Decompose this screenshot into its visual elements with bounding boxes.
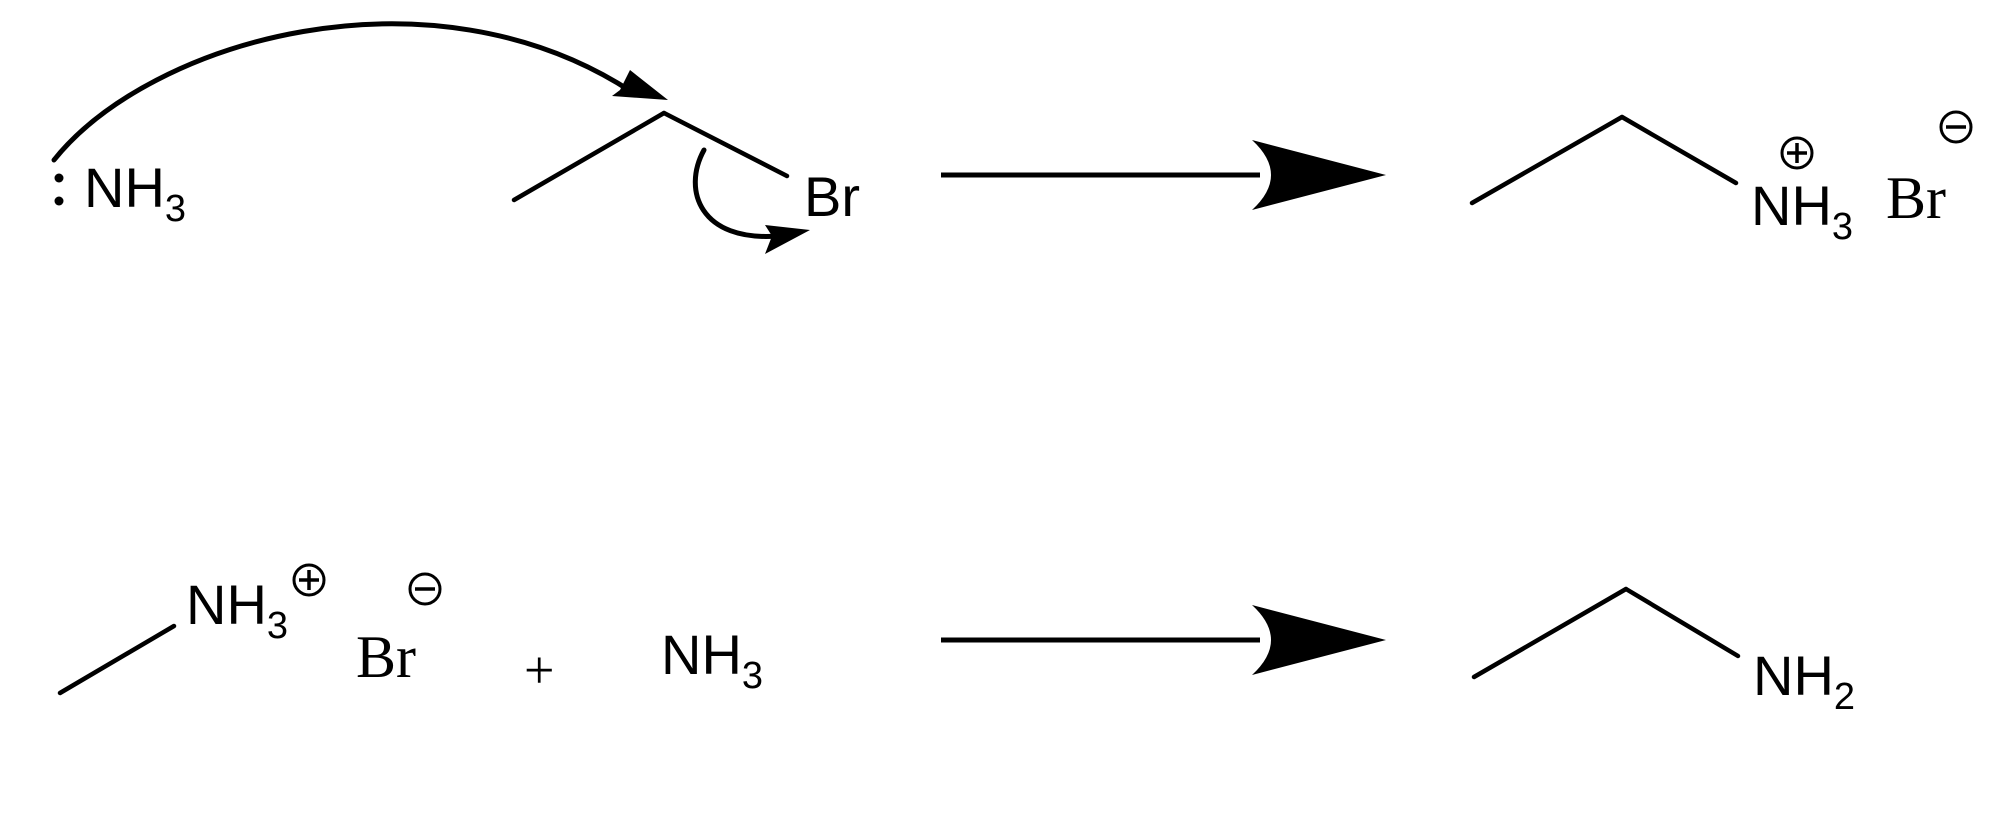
reaction-arrow-1 bbox=[941, 140, 1386, 210]
svg-text:NH3: NH3 bbox=[1751, 174, 1853, 248]
ethylamine-product: NH2 bbox=[1471, 586, 1855, 718]
ammonia-base: NH3 bbox=[661, 623, 763, 697]
ammonium-subscript: 3 bbox=[1832, 206, 1853, 248]
circled-minus-icon bbox=[408, 572, 442, 606]
filled-arrowhead-icon bbox=[1252, 140, 1386, 210]
curved-arrow-icon bbox=[692, 147, 810, 254]
plus-sign: + bbox=[524, 640, 554, 700]
c-c-bond bbox=[511, 110, 667, 203]
reaction-1: NH3 Br NH3 bbox=[51, 21, 1973, 254]
lone-pair-dots-icon bbox=[54, 173, 64, 206]
ammonium-subscript: 3 bbox=[267, 605, 288, 647]
reaction-2: NH3 Br + NH3 bbox=[57, 563, 1855, 718]
bromine-atom: Br bbox=[804, 165, 860, 228]
ammonium-formula: NH bbox=[1751, 174, 1832, 237]
ammonia-formula: NH bbox=[84, 156, 165, 219]
circled-plus-icon bbox=[292, 563, 326, 597]
ammonium-formula: NH bbox=[186, 573, 267, 636]
ammonium-reactant: NH3 Br bbox=[57, 563, 442, 696]
bromoethane: Br bbox=[511, 110, 860, 228]
ammonia-subscript: 3 bbox=[742, 655, 763, 697]
bromide-ion: Br bbox=[356, 624, 416, 690]
reaction-arrow-2 bbox=[941, 605, 1386, 675]
ammonia-nucleophile: NH3 bbox=[54, 156, 186, 230]
ethylammonium-product: NH3 Br bbox=[1469, 110, 1973, 248]
svg-text:NH3: NH3 bbox=[186, 573, 288, 647]
amine-formula: NH bbox=[1753, 644, 1834, 707]
ammonia-subscript: 3 bbox=[165, 188, 186, 230]
svg-text:NH2: NH2 bbox=[1753, 644, 1855, 718]
filled-arrowhead-icon bbox=[1252, 605, 1386, 675]
bromide-ion: Br bbox=[1886, 165, 1946, 231]
svg-text:NH3: NH3 bbox=[84, 156, 186, 230]
circled-minus-icon bbox=[1939, 110, 1973, 144]
curved-arrow-icon bbox=[51, 21, 668, 163]
amine-subscript: 2 bbox=[1834, 676, 1855, 718]
c-br-bond bbox=[661, 110, 790, 179]
ammonia-formula: NH bbox=[661, 623, 742, 686]
circled-plus-icon bbox=[1780, 136, 1814, 170]
